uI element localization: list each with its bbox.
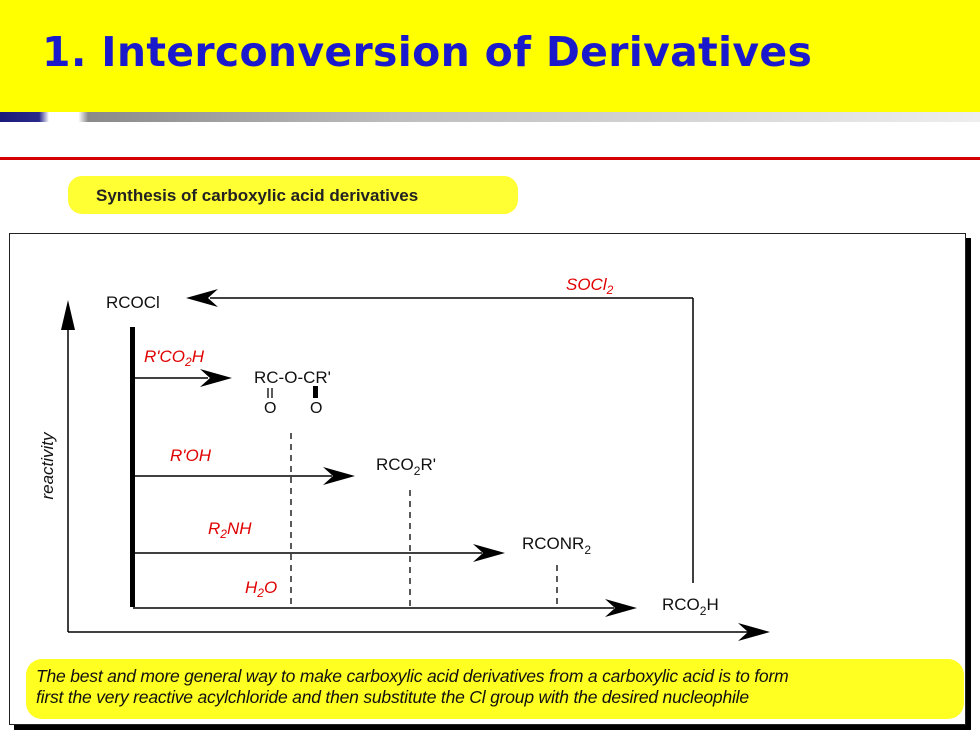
note-highlight (26, 659, 964, 719)
axis-arrowhead-right (738, 623, 770, 641)
reagent-water: H2O (245, 578, 277, 600)
axis-arrowhead-up (61, 300, 75, 330)
note-line-2: first the very reactive acylchloride and… (36, 687, 749, 707)
arrowhead-amide (473, 544, 505, 562)
species-ester: RCO2R' (376, 455, 436, 478)
species-amide: RCONR2 (522, 534, 591, 557)
species-anhydride: RC-O-CR' (254, 368, 331, 387)
arrowhead-ester (323, 467, 355, 485)
acyl-chloride-stem (130, 327, 135, 607)
diagram-note: The best and more general way to make ca… (36, 666, 966, 708)
arrowhead-anhydride (200, 369, 232, 387)
reagent-socl2: SOCl2 (566, 275, 614, 297)
carbonyl-bond-2 (313, 386, 318, 398)
axis-label-reactivity: reactivity (38, 431, 57, 500)
title-gradient-bar (0, 112, 980, 122)
arrowhead-acid (605, 599, 637, 617)
species-acyl-chloride: RCOCl (106, 293, 160, 312)
subtitle-highlight (68, 176, 518, 214)
anhydride-oxygen-2: O (310, 400, 322, 417)
anhydride-oxygen-1: O (264, 400, 276, 417)
reagent-alcohol: R'OH (170, 446, 212, 465)
title-bar (0, 0, 980, 112)
reagent-carboxylic-acid: R'CO2H (144, 347, 205, 369)
diagram-subtitle: Synthesis of carboxylic acid derivatives (96, 186, 419, 205)
socl2-arrowhead (186, 289, 218, 307)
reagent-amine: R2NH (208, 519, 252, 541)
page-title: 1. Interconversion of Derivatives (42, 28, 813, 76)
species-carboxylic-acid: RCO2H (662, 595, 719, 618)
divider-line (0, 157, 980, 160)
diagram-frame (9, 233, 966, 725)
note-line-1: The best and more general way to make ca… (36, 666, 789, 686)
